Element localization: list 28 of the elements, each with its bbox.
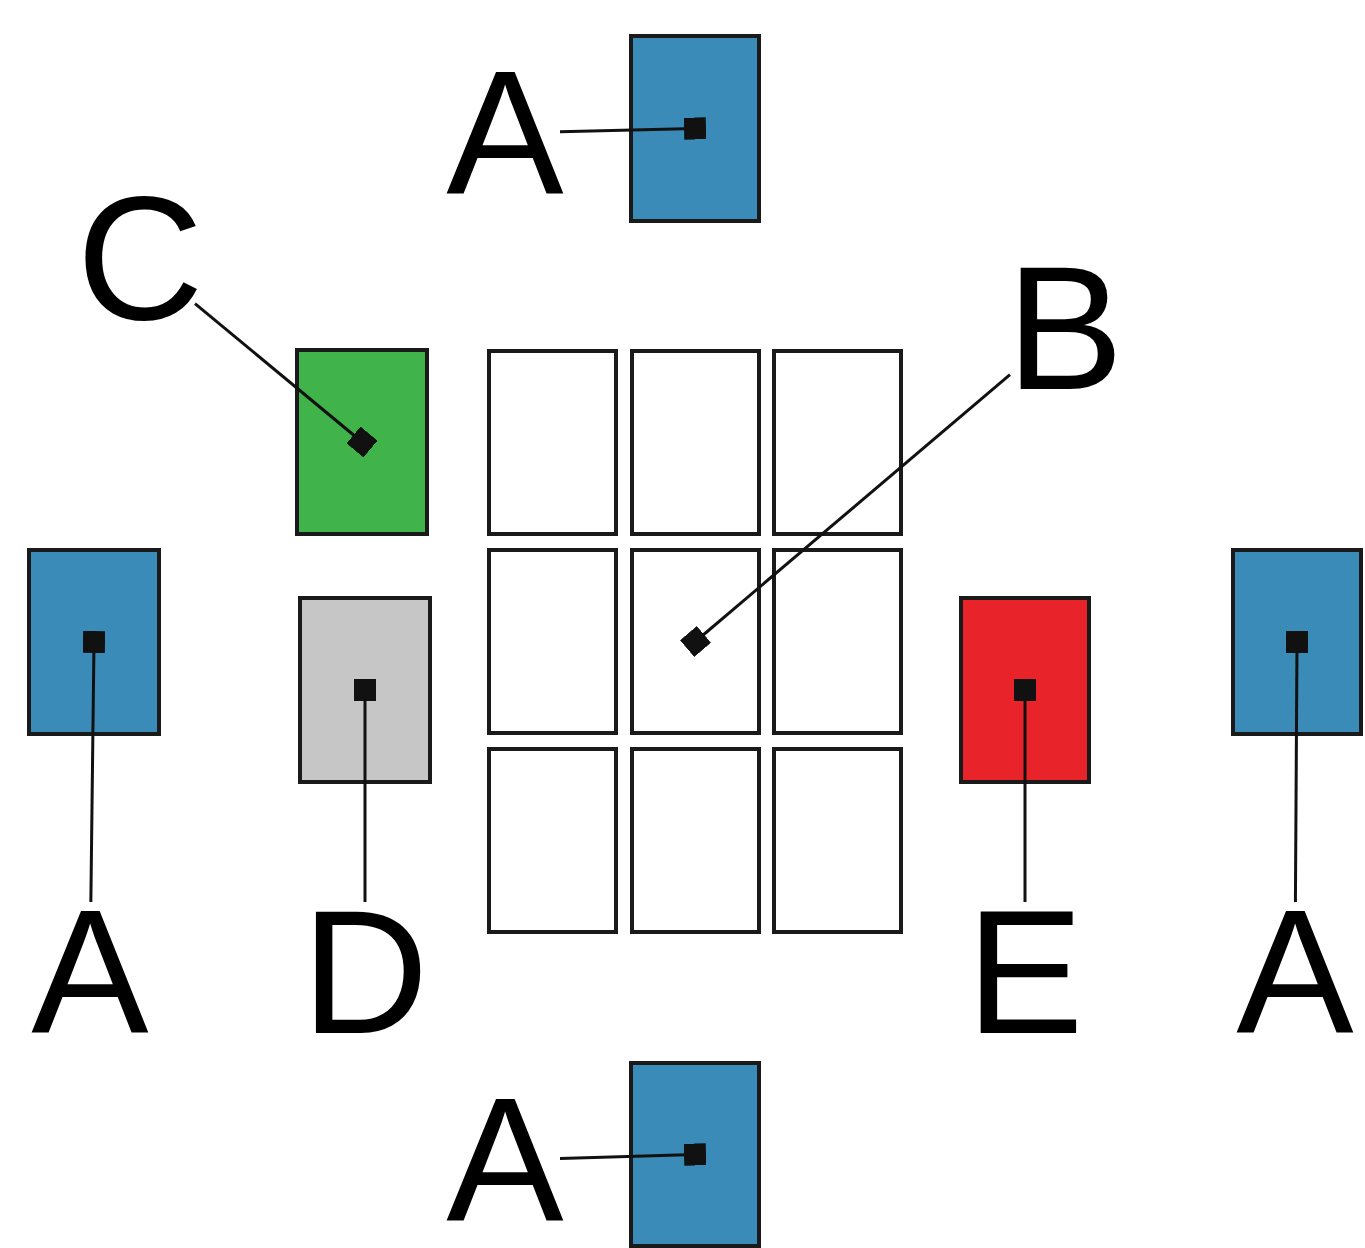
component-block (298, 596, 432, 784)
grid-cell (772, 349, 903, 536)
grid-cell (630, 548, 761, 735)
callout-letter: C (85, 188, 195, 328)
leader-line (1285, 630, 1309, 902)
callout-letter: E (970, 902, 1080, 1042)
component-block (629, 1061, 761, 1248)
leader-line (82, 630, 106, 902)
callout-letter: B (1010, 258, 1120, 398)
leader-line (559, 1143, 707, 1166)
grid-cell (772, 548, 903, 735)
grid-cell (487, 349, 618, 536)
component-block (1231, 548, 1363, 736)
component-block (959, 596, 1091, 784)
leader-line (559, 117, 707, 140)
callout-letter: D (310, 902, 420, 1042)
grid-cell (630, 349, 761, 536)
component-block (295, 348, 429, 536)
leader-line (194, 302, 378, 458)
component-block (27, 548, 161, 736)
leader-line (680, 373, 1011, 657)
grid-cell (772, 747, 903, 934)
grid-cell (487, 747, 618, 934)
leader-line (1014, 679, 1036, 902)
leader-line (354, 679, 376, 902)
grid-cell (487, 548, 618, 735)
grid-cell (630, 747, 761, 934)
component-block (629, 34, 761, 223)
